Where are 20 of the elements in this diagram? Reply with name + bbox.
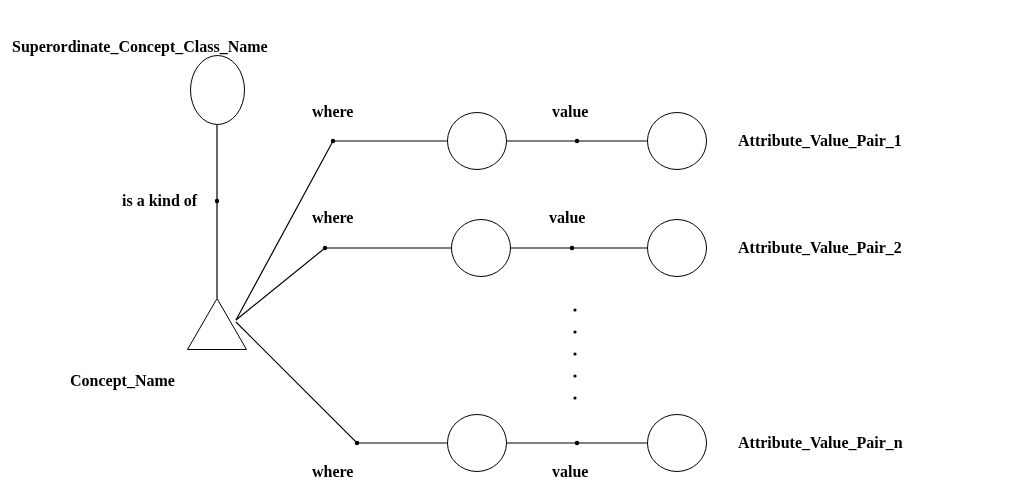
circle-node xyxy=(447,414,507,472)
node-caption: Superordinate_Concept_Class_Name xyxy=(12,38,268,56)
circle-node xyxy=(451,219,511,277)
connector-line xyxy=(506,442,648,444)
connector-line xyxy=(235,140,448,321)
node-caption: Attribute_Value_Pair_2 xyxy=(738,239,902,257)
node-caption: Attribute_Value_Pair_1 xyxy=(738,132,902,150)
triangle-symbol xyxy=(187,298,247,350)
circle-node xyxy=(647,414,707,472)
connector-line xyxy=(216,124,218,299)
connector-line xyxy=(235,247,452,321)
circle-node xyxy=(447,112,507,170)
circle-node xyxy=(647,112,707,170)
connector-line xyxy=(510,247,648,249)
circle-node xyxy=(189,55,245,125)
node-caption: Concept_Name xyxy=(70,372,175,390)
connector-line xyxy=(506,140,648,142)
circle-node xyxy=(647,219,707,277)
connector-line xyxy=(235,321,448,444)
node-caption: Attribute_Value_Pair_n xyxy=(738,434,903,452)
